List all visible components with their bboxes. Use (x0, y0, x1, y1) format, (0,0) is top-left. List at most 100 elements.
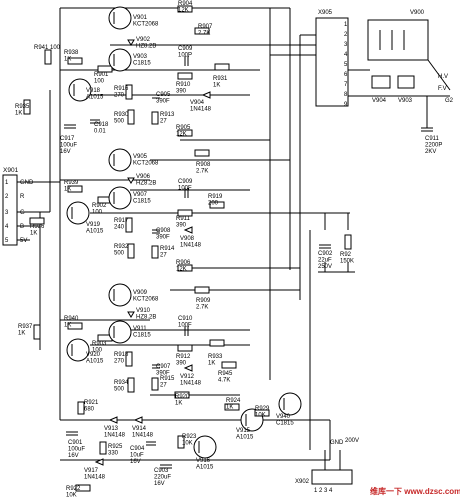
resistor-r941 (44, 49, 52, 65)
v900-ref: V900 (410, 10, 425, 16)
transistor-v907 (108, 186, 132, 210)
resistor-r937 (33, 324, 41, 340)
x905-body (315, 17, 349, 107)
x905-pin5: 5 (344, 62, 348, 68)
diode-v904 (201, 91, 211, 99)
x901-pin4-num: 4 (5, 224, 9, 230)
tube-g2: G2 (445, 98, 454, 104)
x901-pin1-num: 1 (5, 180, 9, 186)
transistor-v905 (108, 148, 132, 172)
x902-200v: 200V (345, 438, 359, 444)
resistor-r918 (125, 351, 133, 367)
x901-body (2, 174, 18, 246)
resistor-r908 (194, 149, 210, 157)
resistor-r911 (177, 209, 193, 217)
resistor-r917 (125, 217, 133, 233)
resistor-r945 (221, 361, 237, 369)
x901-pin5-label: 5V (20, 238, 27, 244)
diode-v917 (94, 458, 104, 466)
spark-gap-v903 (397, 75, 415, 89)
x901-pin2-label: R (20, 194, 25, 200)
x905-pin8: 8 (344, 92, 348, 98)
resistor-r904 (177, 5, 193, 13)
transistor-v909 (108, 283, 132, 307)
tube-v900 (367, 19, 429, 61)
x902-ref: X902 (295, 479, 310, 485)
x901-pin3-label: G (20, 210, 25, 216)
resistor-r933 (209, 339, 225, 347)
resistor-r923 (177, 435, 185, 449)
x905-pin1: 1 (344, 22, 348, 28)
resistor-r906 (177, 264, 193, 272)
resistor-r930 (127, 109, 135, 125)
r941-label: R941 100 (34, 45, 61, 51)
resistor-r920 (174, 391, 190, 399)
x901-ref: X901 (3, 167, 19, 174)
resistor-r932 (127, 243, 135, 259)
spark-gap-v904 (371, 75, 391, 89)
resistor-r916 (125, 84, 133, 100)
x902-pins: 1 2 3 4 (314, 488, 333, 494)
resistor-r909 (194, 286, 210, 294)
v903b-text: V903 (398, 98, 413, 104)
resistor-r919 (209, 201, 225, 209)
resistor-r912 (177, 344, 193, 352)
x902-body (311, 469, 353, 485)
tube-hv: H.V (438, 74, 448, 80)
resistor-r901 (97, 65, 113, 73)
resistor-r910 (177, 72, 193, 80)
resistor-r914 (151, 245, 159, 259)
diode-v913 (108, 416, 118, 424)
zener-v906 (127, 177, 135, 184)
r941-text: R941 100 (34, 45, 61, 51)
resistor-r939 (67, 185, 83, 193)
x901-pin3-num: 3 (5, 210, 9, 216)
x905-pin9: 9 (344, 102, 348, 108)
